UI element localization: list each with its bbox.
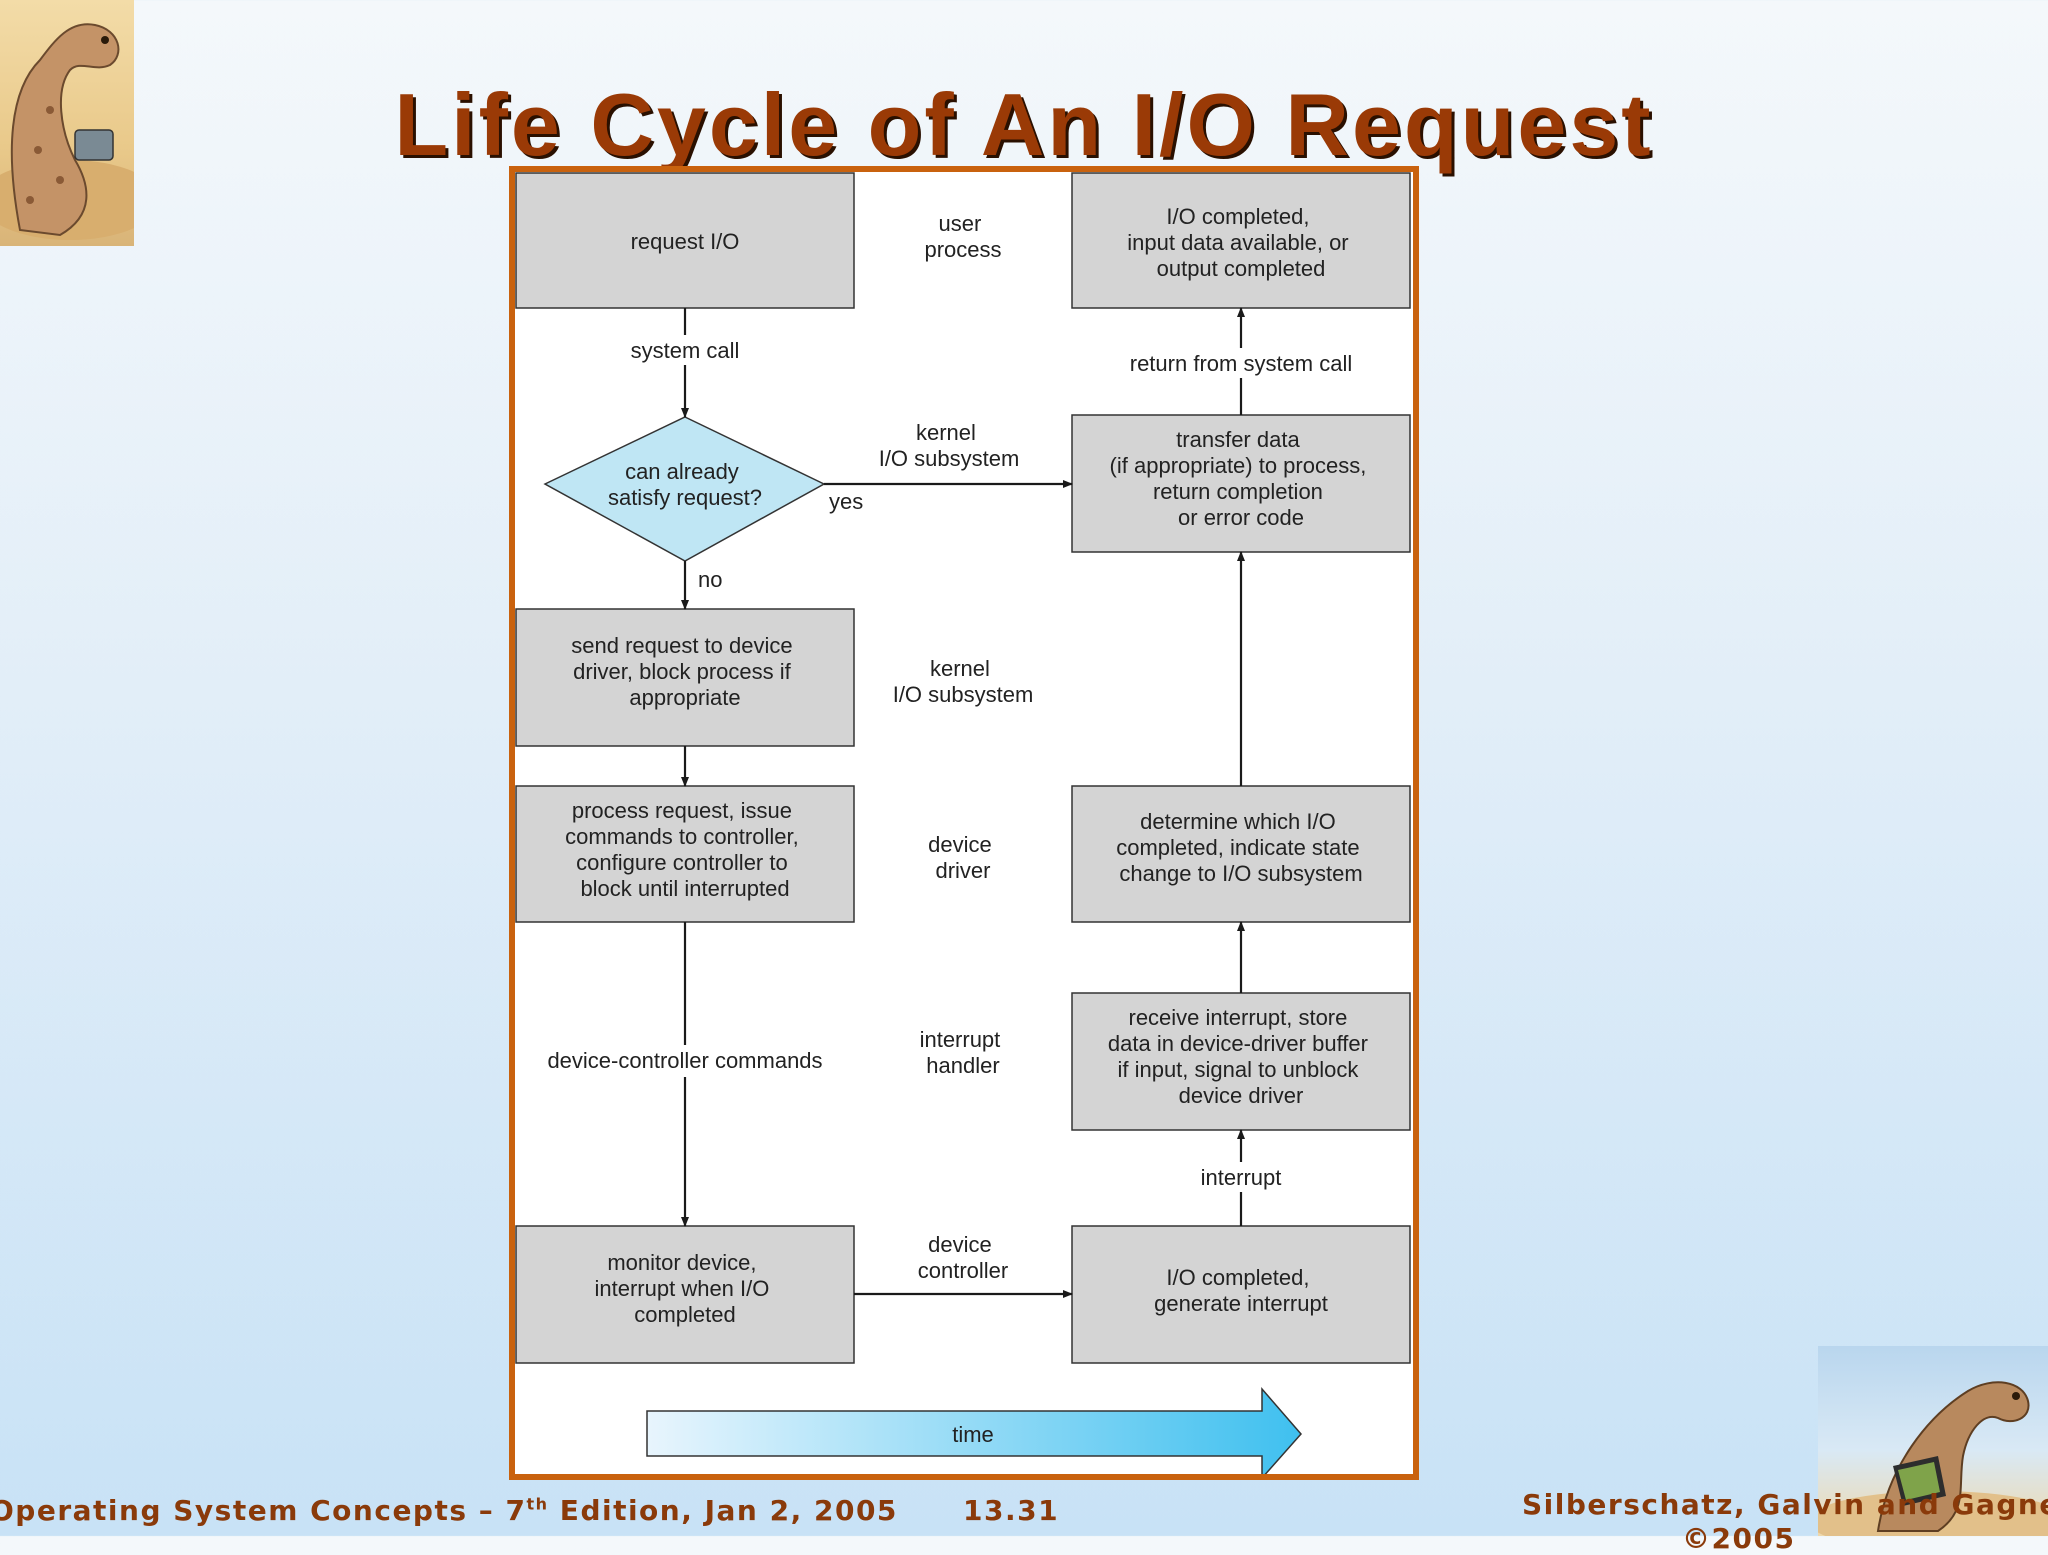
decision-text: can already satisfy request? [608, 459, 762, 510]
dinosaur-reading-image [0, 0, 134, 246]
edge-label-device-controller-commands: device-controller commands [547, 1048, 822, 1073]
box-transfer-data [1071, 414, 1411, 553]
footer-authors: Silberschatz, Galvin and Gagne [1522, 1488, 2048, 1521]
edge-label-return-from-system-call: return from system call [1130, 351, 1353, 376]
edge-label-yes: yes [829, 489, 863, 514]
box-request-io-text: request I/O [631, 229, 740, 254]
footer-book-title: Operating System Concepts – 7th Edition,… [0, 1494, 898, 1527]
box-monitor-device [515, 1225, 855, 1364]
time-arrow [646, 1386, 1302, 1474]
box-request-io [515, 172, 855, 309]
edge-label-interrupt: interrupt [1201, 1165, 1282, 1190]
box-determine-io [1071, 785, 1411, 923]
time-label: time [952, 1422, 994, 1447]
box-process-request-text: process request, issue commands to contr… [565, 798, 805, 901]
layer-kernel-io-subsystem-top: kernel I/O subsystem [879, 420, 1020, 471]
footer-copyright: ©2005 [1682, 1522, 1796, 1555]
layer-user-process: user process [924, 211, 1001, 262]
box-determine-io-text: determine which I/O completed, indicate … [1116, 809, 1366, 886]
box-send-request-text: send request to device driver, block pro… [571, 633, 799, 710]
dinosaur-laptop-image [1818, 1346, 2048, 1536]
box-io-completed-bottom [1071, 1225, 1411, 1364]
box-monitor-device-text: monitor device, interrupt when I/O compl… [595, 1250, 776, 1327]
layer-device-driver: device driver [928, 832, 998, 883]
io-lifecycle-flowchart: request I/O send request to device drive… [515, 172, 1411, 1474]
box-transfer-data-text: transfer data (if appropriate) to proces… [1110, 427, 1373, 530]
box-send-request [515, 608, 855, 747]
slide-title: Life Cycle of An I/O Request [394, 75, 1654, 174]
layer-interrupt-handler: interrupt handler [920, 1027, 1007, 1078]
layer-device-controller: device controller [918, 1232, 1008, 1283]
edge-label-system-call: system call [631, 338, 740, 363]
footer-page-number: 13.31 [963, 1494, 1060, 1527]
box-receive-interrupt [1071, 992, 1411, 1131]
layer-kernel-io-subsystem-mid: kernel I/O subsystem [893, 656, 1034, 707]
box-receive-interrupt-text: receive interrupt, store data in device-… [1108, 1005, 1374, 1108]
edge-label-no: no [698, 567, 722, 592]
box-io-completed-bottom-text: I/O completed, generate interrupt [1154, 1265, 1328, 1316]
box-process-request [515, 785, 855, 923]
diagram-frame: request I/O send request to device drive… [509, 166, 1419, 1480]
box-io-completed-top-text: I/O completed, input data available, or … [1127, 204, 1355, 281]
